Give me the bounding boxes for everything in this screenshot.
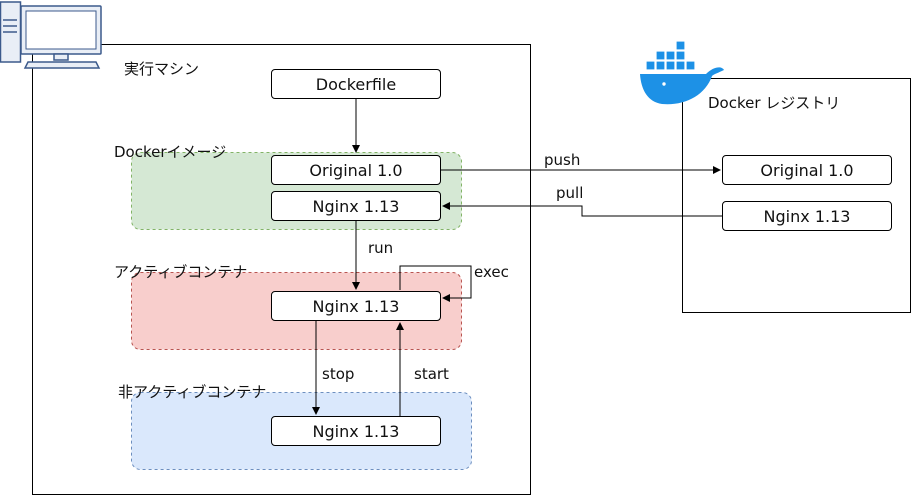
computer-icon — [0, 1, 102, 69]
image-original-node[interactable]: Original 1.0 — [271, 155, 441, 185]
registry-frame — [682, 78, 911, 313]
inactive-nginx-node[interactable]: Nginx 1.13 — [271, 416, 441, 446]
stop-label: stop — [322, 365, 355, 383]
exec-label: exec — [474, 263, 509, 281]
run-label: run — [368, 239, 394, 257]
exec-edge — [399, 265, 472, 302]
registry-nginx-node[interactable]: Nginx 1.13 — [722, 201, 892, 231]
dockerfile-node[interactable]: Dockerfile — [271, 69, 441, 99]
push-label: push — [544, 151, 581, 169]
active-nginx-node[interactable]: Nginx 1.13 — [271, 291, 441, 321]
start-label: start — [414, 365, 449, 383]
inactive-group-label: 非アクティブコンテナ — [118, 383, 267, 401]
images-group-label: Dockerイメージ — [114, 143, 227, 161]
pull-label: pull — [556, 184, 584, 202]
registry-label: Docker レジストリ — [708, 94, 841, 112]
pull-edge — [442, 202, 722, 217]
docker-whale-icon — [640, 40, 724, 105]
image-nginx-node[interactable]: Nginx 1.13 — [271, 191, 441, 221]
active-group-label: アクティブコンテナ — [114, 263, 248, 281]
registry-original-node[interactable]: Original 1.0 — [722, 155, 892, 185]
machine-label: 実行マシン — [124, 60, 200, 78]
